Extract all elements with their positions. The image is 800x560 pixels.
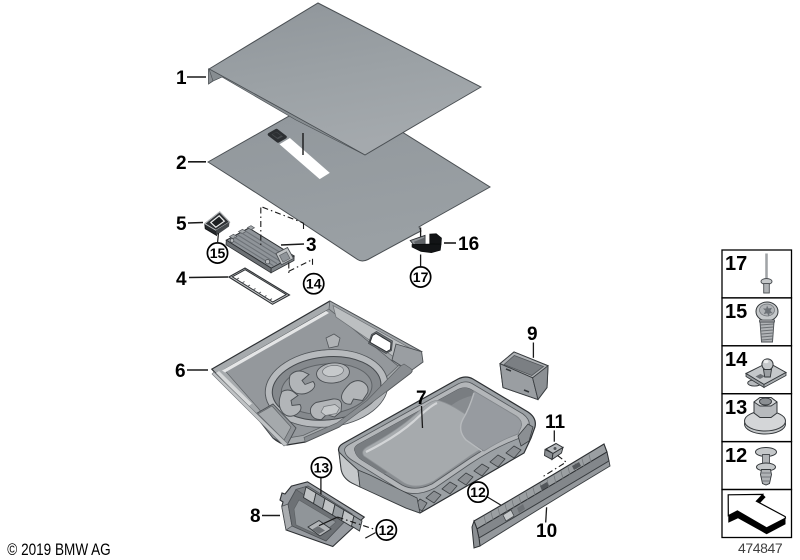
svg-text:11: 11 xyxy=(545,412,566,433)
svg-text:13: 13 xyxy=(314,459,330,475)
svg-text:14: 14 xyxy=(725,349,748,371)
svg-text:15: 15 xyxy=(210,245,226,261)
svg-text:© 2019 BMW AG: © 2019 BMW AG xyxy=(7,541,110,560)
svg-text:474847: 474847 xyxy=(738,540,783,556)
svg-text:16: 16 xyxy=(458,234,479,255)
svg-text:10: 10 xyxy=(536,521,557,542)
svg-text:5: 5 xyxy=(176,214,187,235)
svg-text:12: 12 xyxy=(725,445,747,467)
svg-text:2: 2 xyxy=(176,153,187,174)
svg-text:17: 17 xyxy=(725,253,747,275)
svg-text:8: 8 xyxy=(250,506,261,527)
svg-text:7: 7 xyxy=(416,388,427,409)
svg-text:13: 13 xyxy=(725,397,747,419)
svg-text:3: 3 xyxy=(306,235,317,256)
svg-text:6: 6 xyxy=(175,361,186,382)
svg-text:14: 14 xyxy=(306,276,322,292)
svg-text:17: 17 xyxy=(413,269,429,285)
svg-text:4: 4 xyxy=(176,269,187,290)
svg-text:9: 9 xyxy=(527,324,538,345)
svg-text:12: 12 xyxy=(379,522,395,538)
svg-text:12: 12 xyxy=(470,484,486,500)
svg-text:15: 15 xyxy=(725,301,747,323)
svg-text:1: 1 xyxy=(176,68,187,89)
